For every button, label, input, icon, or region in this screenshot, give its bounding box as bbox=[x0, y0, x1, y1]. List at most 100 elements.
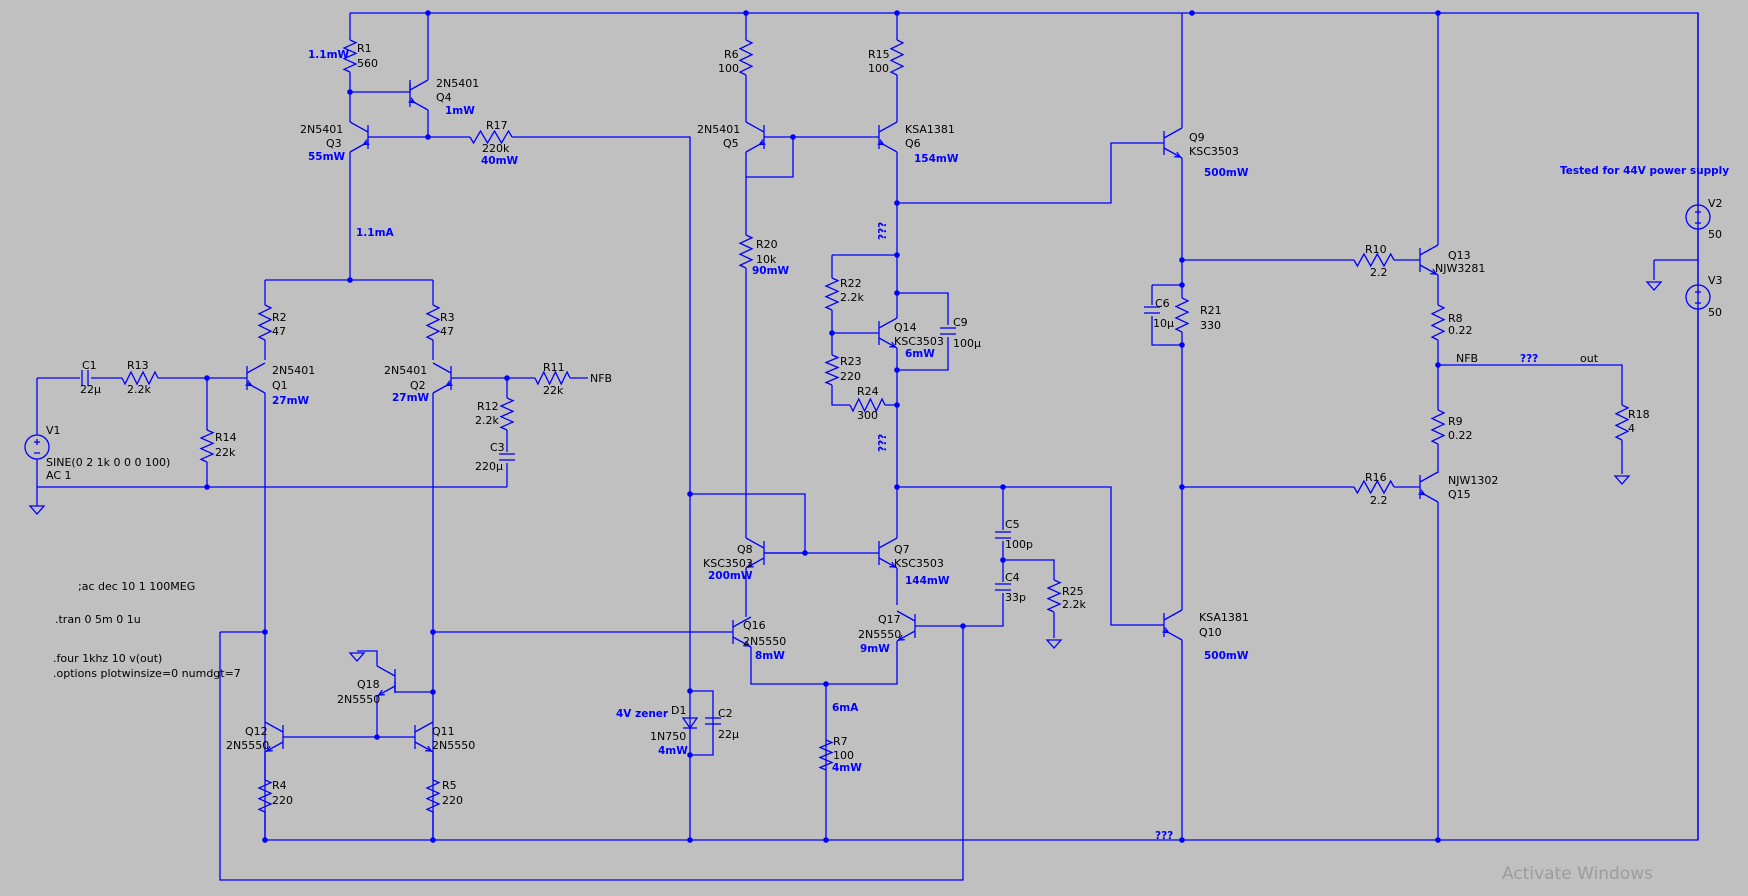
q4-model: 2N5401 bbox=[436, 77, 479, 90]
q1-power: 27mW bbox=[272, 395, 310, 407]
r4-ref: R4 bbox=[272, 779, 287, 792]
junction-dot bbox=[1179, 257, 1185, 263]
q4-symbol bbox=[409, 79, 429, 91]
q17-ref: Q17 bbox=[878, 613, 901, 626]
q17-power: 9mW bbox=[860, 643, 890, 655]
component-symbols bbox=[24, 39, 1711, 813]
r24-value: 300 bbox=[857, 409, 878, 422]
current-label-2: 6mA bbox=[832, 702, 859, 714]
junction-dot bbox=[347, 89, 353, 95]
r6-ref: R6 bbox=[724, 48, 739, 61]
q6-ref: Q6 bbox=[905, 137, 921, 150]
c2-ref: C2 bbox=[718, 707, 733, 720]
out-node-label: out bbox=[1580, 352, 1599, 365]
r15-value: 100 bbox=[868, 62, 889, 75]
q10-ref: Q10 bbox=[1199, 626, 1222, 639]
q15-symbol bbox=[1419, 491, 1439, 503]
r3-value: 47 bbox=[440, 325, 454, 338]
r20-symbol bbox=[738, 234, 754, 269]
ground-symbol bbox=[1613, 475, 1631, 485]
c9-ref: C9 bbox=[953, 316, 968, 329]
q4-power: 1mW bbox=[445, 105, 475, 117]
ground-symbol bbox=[348, 652, 366, 662]
r20-value: 10k bbox=[756, 253, 777, 266]
q16-symbol bbox=[743, 640, 751, 647]
junction-dot bbox=[960, 623, 966, 629]
junction-dot bbox=[262, 629, 268, 635]
c3-ref: C3 bbox=[490, 441, 505, 454]
q8-power: 200mW bbox=[708, 570, 753, 582]
r14-value: 22k bbox=[215, 446, 236, 459]
wire-segment bbox=[831, 385, 850, 406]
v2-value: 50 bbox=[1708, 228, 1722, 241]
r1-value: 560 bbox=[357, 57, 378, 70]
junction-dot bbox=[504, 375, 510, 381]
r14-ref: R14 bbox=[215, 431, 237, 444]
q15-symbol bbox=[1419, 471, 1439, 483]
q16-symbol bbox=[732, 616, 752, 628]
q7-symbol bbox=[878, 537, 898, 549]
wire-segment bbox=[745, 137, 794, 178]
r20-power: 90mW bbox=[752, 265, 790, 277]
r25-value: 2.2k bbox=[1062, 598, 1086, 611]
q18-symbol bbox=[376, 665, 396, 677]
wire-segment bbox=[394, 681, 433, 693]
q9-ref: Q9 bbox=[1189, 131, 1205, 144]
q1-symbol bbox=[246, 382, 266, 394]
r12-value: 2.2k bbox=[475, 414, 499, 427]
q5-model: 2N5401 bbox=[697, 123, 740, 136]
c6-value: 10µ bbox=[1153, 317, 1174, 330]
v3-symbol bbox=[1685, 284, 1711, 310]
r17-ref: R17 bbox=[486, 119, 508, 132]
q11-symbol bbox=[414, 721, 434, 733]
r2-symbol bbox=[257, 304, 273, 341]
r1-power: 1.1mW bbox=[308, 49, 350, 61]
r12-ref: R12 bbox=[477, 400, 499, 413]
q15-symbol bbox=[1418, 489, 1426, 496]
d1-note: 4V zener bbox=[616, 708, 669, 720]
r21-ref: R21 bbox=[1200, 304, 1222, 317]
r2-ref: R2 bbox=[272, 311, 287, 324]
q17-symbol bbox=[896, 610, 916, 622]
v2-ref: V2 bbox=[1708, 197, 1723, 210]
v1-ac: AC 1 bbox=[46, 469, 72, 482]
r13-value: 2.2k bbox=[127, 383, 151, 396]
r22-symbol bbox=[824, 277, 840, 311]
q13-symbol bbox=[1430, 268, 1438, 275]
directive-ac: ;ac dec 10 1 100MEG bbox=[78, 580, 195, 593]
q1-symbol bbox=[246, 362, 266, 374]
d1-symbol bbox=[681, 717, 699, 730]
q9-symbol bbox=[1163, 127, 1183, 139]
r4-value: 220 bbox=[272, 794, 293, 807]
junction-dot bbox=[1000, 557, 1006, 563]
c6-ref: C6 bbox=[1155, 297, 1170, 310]
r23-value: 220 bbox=[840, 370, 861, 383]
wire-segment bbox=[897, 292, 949, 325]
r17-value: 220k bbox=[482, 142, 510, 155]
junction-dot bbox=[1435, 362, 1441, 368]
ground-symbol bbox=[1645, 281, 1663, 291]
q13-ref: Q13 bbox=[1448, 249, 1471, 262]
wire-segment bbox=[1151, 316, 1182, 346]
d1-power: 4mW bbox=[658, 745, 688, 757]
c5-value: 100p bbox=[1005, 538, 1033, 551]
r1-ref: R1 bbox=[357, 42, 372, 55]
junction-dot bbox=[425, 134, 431, 140]
q6-symbol bbox=[878, 141, 898, 153]
junction-dot bbox=[687, 688, 693, 694]
d1-ref: D1 bbox=[671, 704, 686, 717]
component-labels: R1 560 1.1mW 2N5401 Q4 1mW 2N5401 Q3 55m… bbox=[46, 42, 1729, 842]
c4-value: 33p bbox=[1005, 591, 1026, 604]
junction-dot bbox=[425, 10, 431, 16]
ground-symbol bbox=[1045, 639, 1063, 649]
current-label-1: 1.1mA bbox=[356, 227, 395, 239]
activate-windows-watermark: Activate Windows bbox=[1502, 864, 1653, 884]
q14-symbol bbox=[878, 317, 898, 329]
c5-ref: C5 bbox=[1005, 518, 1020, 531]
junction-dot bbox=[687, 752, 693, 758]
c9-value: 100µ bbox=[953, 337, 981, 350]
q7-model: KSC3503 bbox=[894, 557, 944, 570]
q3-symbol bbox=[349, 121, 369, 133]
r18-symbol bbox=[1614, 404, 1630, 441]
